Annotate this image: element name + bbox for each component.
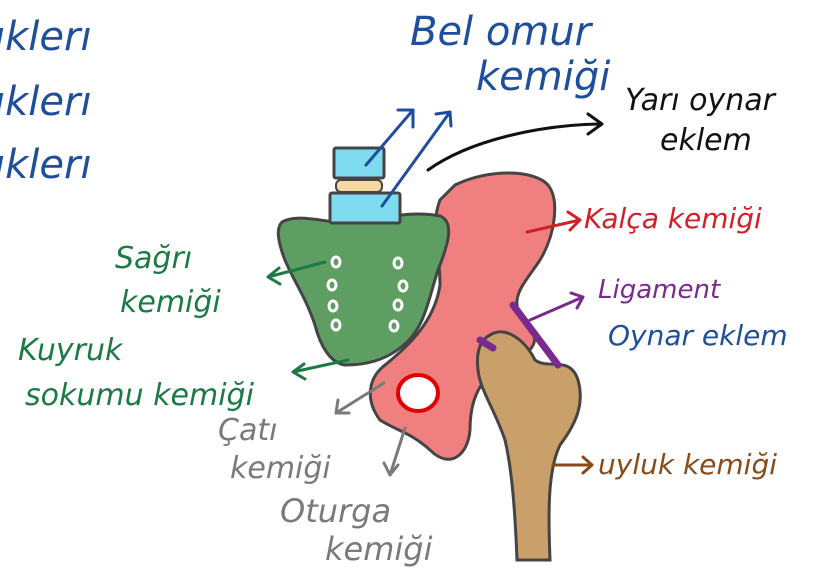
kuyruk-label: Kuyruk sokumu kemiği [18, 333, 255, 413]
arrow-to-oturga [384, 428, 405, 475]
sagri-line-1: Sağrı [115, 241, 192, 276]
ligament-label: Ligament [598, 275, 721, 305]
purple-arrow [530, 293, 583, 320]
cati-line-2: kemiği [230, 451, 331, 486]
bel-omur-label: Bel omur kemiği [410, 9, 610, 100]
oturga-line-2: kemiği [325, 530, 433, 568]
sagri-line-2: kemiği [120, 285, 221, 320]
femur-bone-shape [478, 332, 581, 560]
cati-line-1: Çatı [218, 413, 277, 448]
cati-label: Çatı kemiği [218, 413, 331, 486]
left-partial-label-1: ıklerı [0, 14, 92, 60]
bel-omur-line-1: Bel omur [410, 9, 594, 55]
uyluk-label: uyluk kemiği [598, 448, 777, 481]
oynar-eklem-label: Oynar eklem [608, 319, 788, 352]
intervertebral-disc [336, 180, 382, 192]
oturga-label: Oturga kemiği [280, 492, 433, 568]
yari-oynar-label: Yarı oynar eklem [625, 83, 777, 158]
yari-oynar-line-2: eklem [660, 123, 752, 158]
arrow-to-kuyruk [293, 360, 348, 379]
obturator-hole [398, 375, 438, 411]
arrow-to-uyluk [553, 457, 592, 473]
arrow-to-bel-omur-1 [366, 110, 413, 165]
kuyruk-line-1: Kuyruk [18, 333, 124, 368]
left-partial-label-3: ıklerı [0, 142, 92, 188]
oturga-line-1: Oturga [280, 492, 391, 530]
left-partial-labels: ıklerı ıklerı ıklerı [0, 14, 92, 188]
kuyruk-line-2: sokumu kemiği [25, 378, 255, 413]
bel-omur-line-2: kemiği [476, 54, 610, 100]
arrow-to-bel-omur-2 [382, 112, 451, 206]
brown-arrow [553, 457, 592, 473]
kalca-label: Kalça kemiği [584, 202, 762, 235]
left-partial-label-2: ıklerı [0, 79, 92, 125]
arrow-to-yari-oynar [428, 114, 602, 170]
arrow-to-ligament [530, 293, 583, 320]
sagri-label: Sağrı kemiği [115, 241, 221, 320]
black-arrow [428, 114, 602, 170]
yari-oynar-line-1: Yarı oynar [625, 83, 777, 118]
